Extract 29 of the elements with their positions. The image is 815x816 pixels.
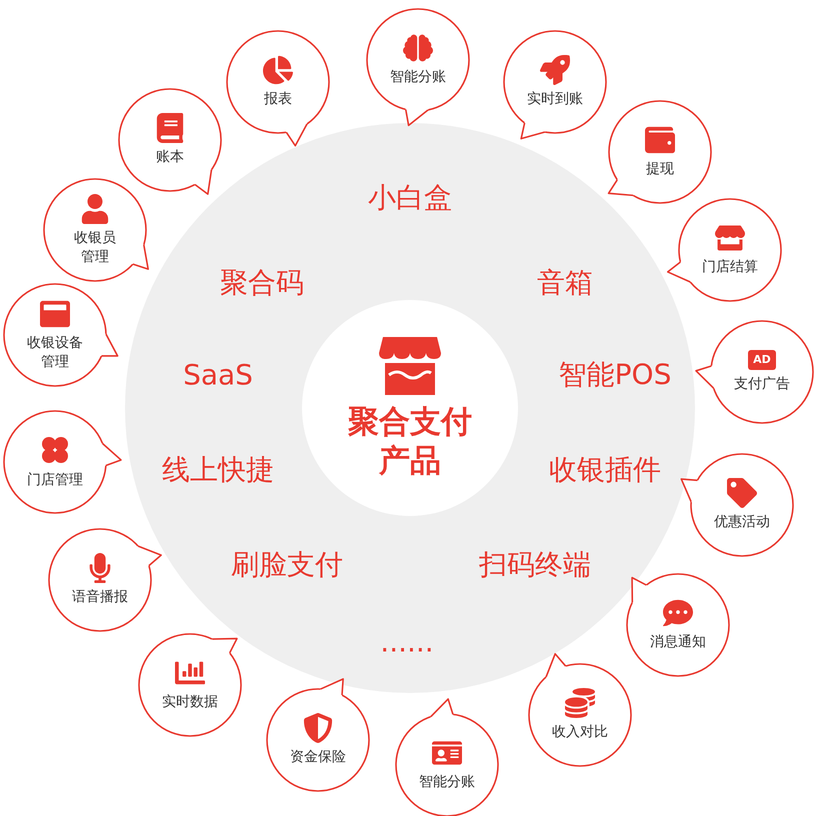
- feature-label: 收银设备管理: [26, 334, 84, 372]
- feature-label: 智能分账: [418, 773, 476, 792]
- feature-label: 消息通知: [649, 633, 707, 652]
- feature-label: 收入对比: [551, 723, 609, 742]
- feature-label: 提现: [645, 160, 675, 179]
- feature-label: 账本: [155, 148, 185, 167]
- feature-label: 门店管理: [26, 471, 84, 490]
- product-label: 音箱: [537, 265, 593, 301]
- product-label: ······: [380, 634, 434, 666]
- ad-badge-icon: AD: [748, 350, 776, 370]
- feature-label: 支付广告: [733, 374, 791, 394]
- product-label: 刷脸支付: [231, 547, 343, 583]
- feature-label: 智能分账: [389, 68, 447, 87]
- center-title: 聚合支付产品: [347, 403, 473, 481]
- feature-label: 实时到账: [526, 90, 584, 109]
- feature-label: 语音播报: [71, 588, 129, 607]
- product-label: 智能POS: [558, 357, 672, 393]
- product-label: 聚合码: [220, 265, 304, 301]
- product-label: 收银插件: [549, 452, 661, 488]
- feature-label: 收银员管理: [73, 228, 117, 266]
- product-label: SaaS: [183, 358, 253, 392]
- feature-label: 报表: [263, 90, 293, 109]
- feature-label: 资金保险: [289, 748, 347, 767]
- product-label: 线上快捷: [162, 452, 274, 488]
- product-label: 小白盒: [368, 180, 452, 216]
- feature-label: 优惠活动: [713, 513, 771, 532]
- feature-label: 实时数据: [161, 693, 219, 712]
- product-label: 扫码终端: [479, 547, 591, 583]
- feature-label: 门店结算: [701, 258, 759, 277]
